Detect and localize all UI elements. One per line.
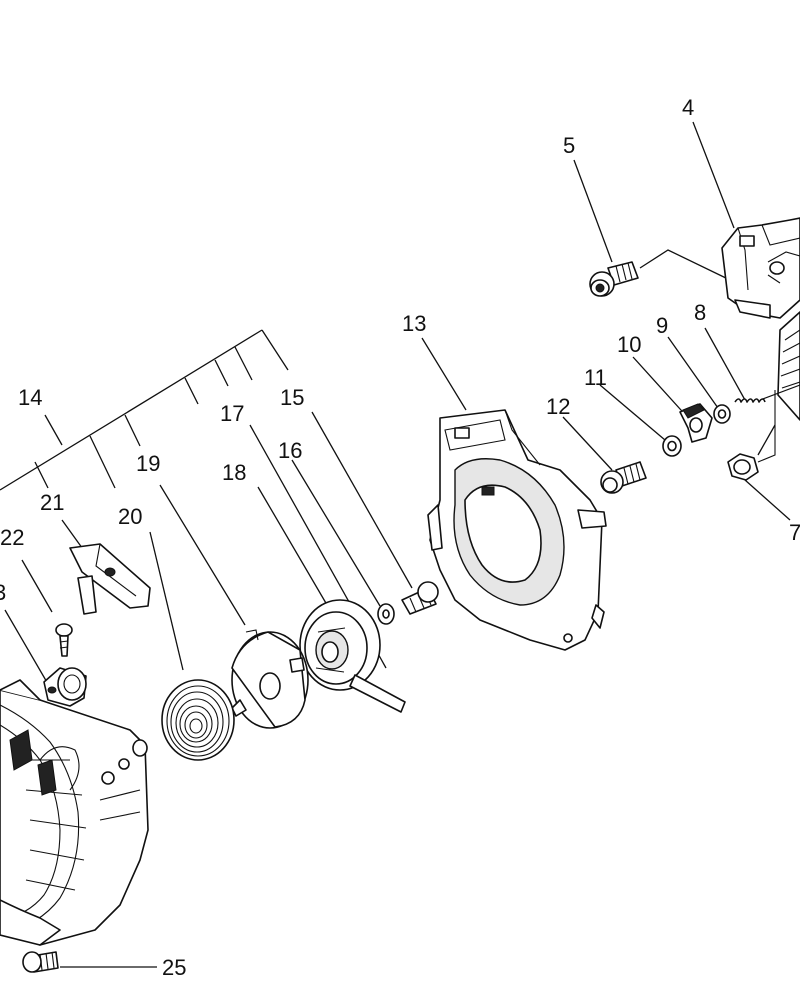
label-part-3: 3 bbox=[0, 580, 6, 605]
label-part-14: 14 bbox=[18, 385, 42, 410]
washer-11 bbox=[662, 435, 682, 457]
label-part-20: 20 bbox=[118, 504, 142, 529]
nut-7 bbox=[727, 453, 759, 481]
washer-16 bbox=[377, 603, 395, 625]
label-part-18: 18 bbox=[222, 460, 246, 485]
label-part-21: 21 bbox=[40, 490, 64, 515]
pawl-10 bbox=[679, 403, 713, 443]
ignition-module bbox=[721, 217, 800, 319]
recoil-spring bbox=[161, 679, 235, 761]
label-part-12: 12 bbox=[546, 394, 570, 419]
bolt-25 bbox=[22, 951, 59, 973]
rope-pulley bbox=[299, 599, 406, 713]
bolt-12 bbox=[600, 461, 647, 494]
rope-guide bbox=[43, 667, 87, 707]
label-part-25: 25 bbox=[162, 955, 186, 980]
washer-9 bbox=[713, 404, 731, 424]
label-part-16: 16 bbox=[278, 438, 302, 463]
flywheel-fins bbox=[757, 311, 800, 463]
label-part-9: 9 bbox=[656, 313, 668, 338]
part-labels: 4 5 8 9 10 11 12 7 13 14 15 16 17 18 19 … bbox=[0, 95, 800, 980]
starter-cover bbox=[0, 679, 149, 946]
label-part-4: 4 bbox=[682, 95, 694, 120]
label-part-7: 7 bbox=[789, 520, 800, 545]
label-part-15: 15 bbox=[280, 385, 304, 410]
recoil-plate bbox=[231, 629, 309, 729]
label-part-5: 5 bbox=[563, 133, 575, 158]
label-part-10: 10 bbox=[617, 332, 641, 357]
starter-handle bbox=[69, 543, 151, 615]
screw-22 bbox=[55, 623, 73, 657]
axle-15 bbox=[401, 581, 439, 615]
fan-housing bbox=[427, 409, 607, 651]
label-part-22: 22 bbox=[0, 525, 24, 550]
label-part-13: 13 bbox=[402, 311, 426, 336]
label-part-11: 11 bbox=[584, 365, 607, 390]
spring-8 bbox=[734, 384, 800, 403]
label-part-8: 8 bbox=[694, 300, 706, 325]
label-part-19: 19 bbox=[136, 451, 160, 476]
bolt-5 bbox=[589, 261, 639, 297]
label-part-17: 17 bbox=[220, 401, 244, 426]
